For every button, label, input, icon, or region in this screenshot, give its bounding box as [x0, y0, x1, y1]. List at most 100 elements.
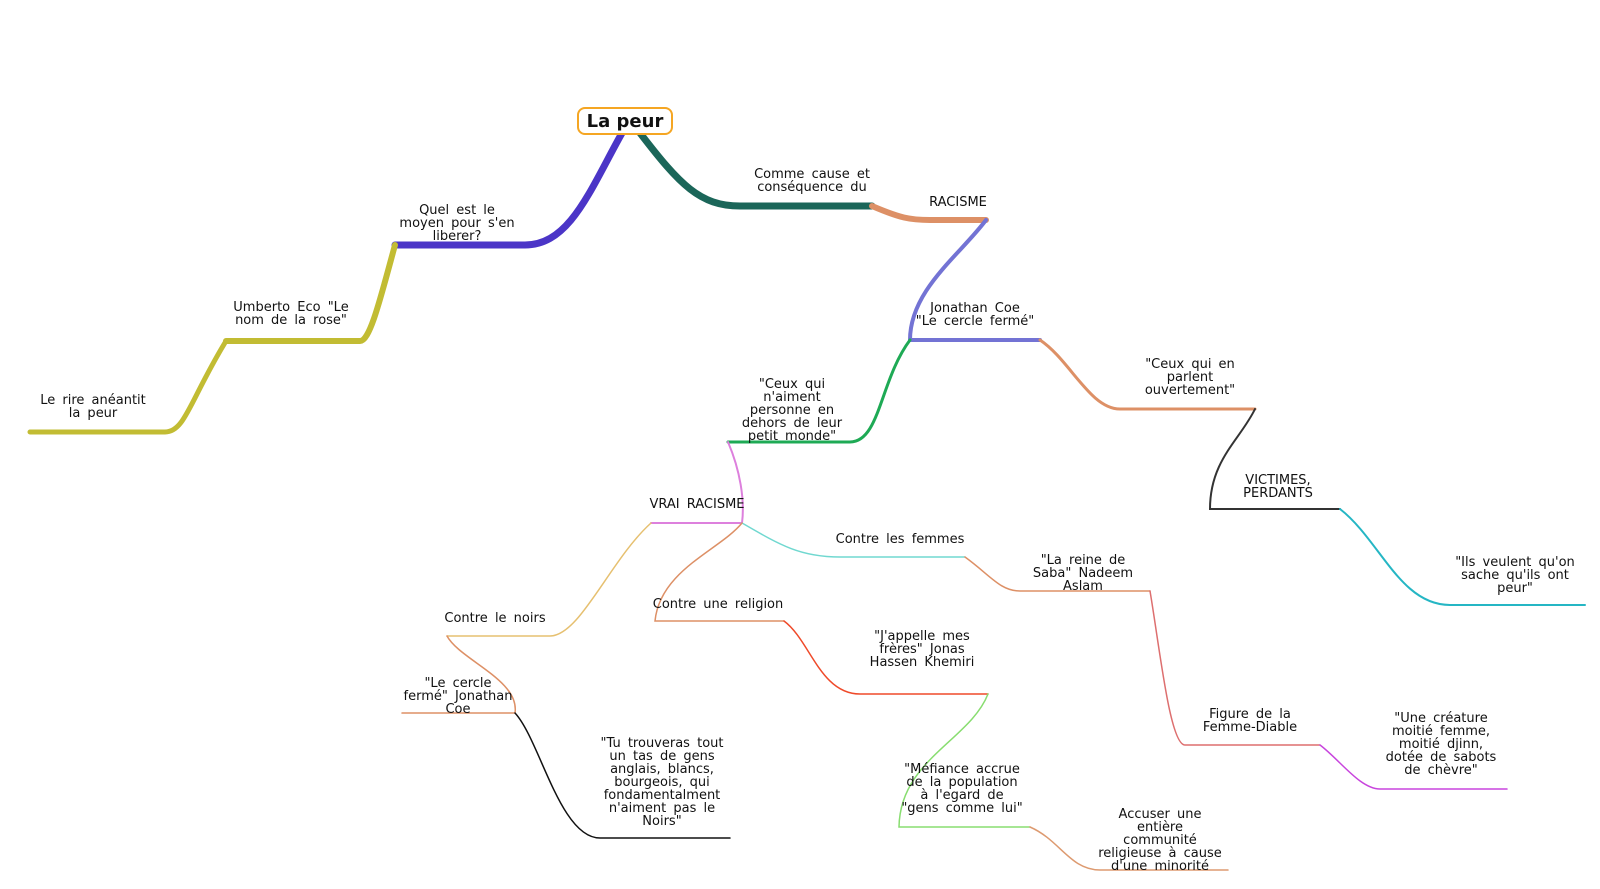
link-cause: [636, 129, 876, 210]
node-label-line: "Tu trouveras tout: [600, 736, 724, 751]
node-label-line: communité: [1123, 833, 1197, 848]
link-ouvert: [1038, 338, 1257, 411]
node-femmes[interactable]: Contre les femmes: [836, 533, 965, 546]
node-label-line: ouvertement": [1144, 383, 1236, 398]
node-label-line: "Méfiance accrue: [904, 762, 1020, 777]
node-label-line: Contre les femmes: [835, 532, 965, 547]
link-vrai: [650, 441, 744, 524]
node-label-line: fermé" Jonathan: [403, 689, 513, 704]
link-noirs: [446, 522, 652, 637]
node-label-line: Femme-Diable: [1202, 720, 1298, 735]
node-label-line: Figure de la: [1209, 707, 1291, 722]
root-node[interactable]: La peur: [577, 107, 673, 135]
node-label-line: religieuse à cause: [1098, 846, 1222, 861]
link-figure: [1149, 590, 1321, 746]
link-khemiri: [783, 620, 989, 695]
node-label-line: dehors de leur: [741, 416, 843, 431]
node-racisme[interactable]: RACISME: [929, 196, 987, 209]
node-label-line: Saba" Nadeem: [1032, 566, 1134, 581]
node-label-line: Contre le noirs: [444, 611, 546, 626]
link-accuser: [1029, 826, 1229, 871]
node-label-line: "Le cercle: [424, 676, 492, 691]
link-femmes: [741, 522, 966, 558]
link-ceuxqui: [726, 338, 912, 444]
node-label-line: Quel est le: [419, 203, 495, 218]
node-label-line: personne en: [749, 403, 835, 418]
node-label-line: parlent: [1166, 370, 1214, 385]
link-racisme: [869, 203, 989, 223]
node-coe[interactable]: Jonathan Coe"Le cercle fermé": [916, 302, 1035, 328]
link-religion: [654, 522, 785, 622]
node-label-line: frères" Jonas: [879, 642, 965, 657]
node-victimes[interactable]: VICTIMES,PERDANTS: [1243, 474, 1313, 500]
node-label-line: moitié djinn,: [1398, 737, 1484, 752]
node-label-line: PERDANTS: [1243, 486, 1313, 501]
node-label-line: "La reine de: [1040, 553, 1126, 568]
mind-map-links: [27, 129, 1586, 871]
node-label-line: n'aiment: [763, 390, 821, 405]
link-liberer: [391, 129, 626, 249]
link-mefiance: [898, 693, 1031, 828]
node-label-line: à l'egard de: [920, 788, 1004, 803]
node-label-line: Jonathan Coe: [930, 301, 1020, 316]
node-label-line: "gens comme lui": [901, 801, 1023, 816]
node-label-line: d'une minorité: [1111, 859, 1209, 874]
node-label-line: dotée de sabots: [1385, 750, 1497, 765]
node-label-line: "Ils veulent qu'on: [1455, 555, 1575, 570]
node-noirs[interactable]: Contre le noirs: [444, 612, 545, 625]
node-label-line: conséquence du: [757, 180, 867, 195]
link-eco: [223, 242, 398, 344]
node-label-line: Aslam: [1063, 579, 1103, 594]
node-label-line: n'aiment pas le: [608, 801, 716, 816]
node-label-line: Accuser une: [1118, 807, 1202, 822]
node-label-line: "J'appelle mes: [874, 629, 970, 644]
link-rire: [27, 338, 229, 435]
node-label-line: RACISME: [929, 195, 987, 210]
node-vrai[interactable]: VRAI RACISME: [649, 498, 744, 511]
node-label-line: bourgeois, qui: [614, 775, 710, 790]
node-label-line: Umberto Eco "Le: [233, 300, 349, 315]
node-label-line: Comme cause et: [754, 167, 870, 182]
node-label-line: VICTIMES,: [1245, 473, 1311, 488]
node-label-line: "Ceux qui en: [1145, 357, 1235, 372]
node-label-line: peur": [1497, 581, 1533, 596]
node-label-line: Contre une religion: [652, 597, 784, 612]
node-label-line: "Le cercle fermé": [915, 314, 1035, 329]
node-religion[interactable]: Contre une religion: [653, 598, 784, 611]
link-saba: [964, 556, 1151, 592]
node-label-line: petit monde": [747, 429, 837, 444]
node-label-line: Noirs": [642, 814, 682, 829]
node-label-line: liberer?: [432, 229, 482, 244]
node-label-line: nom de la rose": [235, 313, 347, 328]
node-label-line: "Une créature: [1394, 711, 1488, 726]
node-label-line: "Ceux qui: [758, 377, 826, 392]
node-label-line: anglais, blancs,: [610, 762, 714, 777]
link-coe: [907, 218, 1042, 342]
node-label-line: de la population: [906, 775, 1018, 790]
node-label-line: fondamentalment: [603, 788, 721, 803]
node-label-line: Hassen Khemiri: [869, 655, 975, 670]
node-label-line: moitié femme,: [1391, 724, 1491, 739]
link-anglais: [514, 712, 731, 839]
link-creature: [1319, 744, 1508, 790]
node-label-line: entière: [1136, 820, 1184, 835]
node-label-line: la peur: [68, 406, 118, 421]
node-label-line: sache qu'ils ont: [1461, 568, 1569, 583]
node-label-line: Le rire anéantit: [40, 393, 146, 408]
